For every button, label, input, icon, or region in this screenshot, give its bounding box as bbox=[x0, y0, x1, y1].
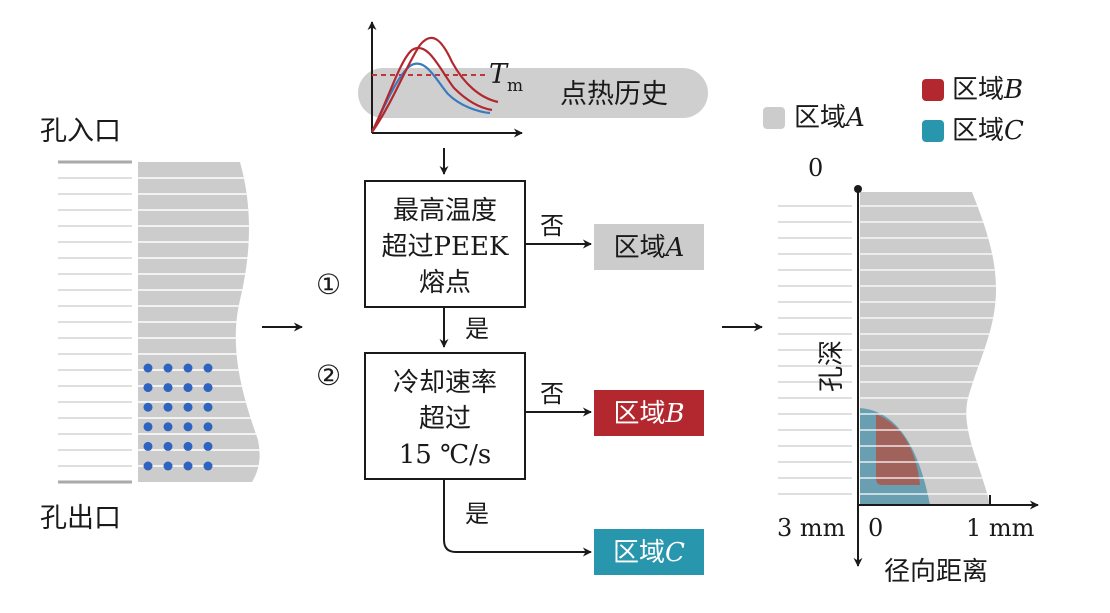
temp-curve-mid bbox=[371, 46, 493, 133]
step2-line-3: 15 ℃/s bbox=[399, 440, 492, 470]
sample-point bbox=[143, 402, 153, 412]
decision-step-2: 冷却速率 超过 15 ℃/s ② bbox=[316, 352, 526, 480]
sample-point bbox=[183, 363, 193, 373]
region-layer-stripes bbox=[860, 205, 996, 495]
sample-point bbox=[143, 383, 153, 393]
region-b-box bbox=[594, 390, 704, 436]
step1-number: ① bbox=[316, 268, 341, 301]
output-region-a: 区域A bbox=[594, 224, 704, 270]
temp-curve-high bbox=[371, 36, 499, 133]
legend-label-b: 区域B bbox=[952, 75, 1023, 105]
step2-no-label: 否 bbox=[540, 380, 564, 408]
tick-label-1mm: 1 mm bbox=[966, 514, 1035, 542]
pre-layer-lines-right bbox=[778, 205, 852, 495]
step1-no-label: 否 bbox=[540, 212, 564, 240]
legend-swatch-b bbox=[922, 79, 944, 101]
sample-point bbox=[183, 461, 193, 471]
region-a-box bbox=[594, 224, 704, 270]
step1-line-2: 超过PEEK bbox=[382, 232, 509, 262]
legend-swatch-c bbox=[922, 120, 944, 142]
step2-line-2: 超过 bbox=[419, 404, 471, 434]
left-hole-diagram: 孔入口 孔出口 bbox=[40, 116, 260, 534]
hole-outlet-label: 孔出口 bbox=[40, 503, 121, 534]
sample-point bbox=[203, 441, 213, 451]
sample-point bbox=[143, 422, 153, 432]
step1-line-3: 熔点 bbox=[419, 268, 471, 298]
thermal-history-pill bbox=[358, 68, 708, 118]
sample-point bbox=[163, 383, 173, 393]
tick-label-zero: 0 bbox=[868, 514, 883, 542]
step1-yes-label: 是 bbox=[465, 315, 489, 343]
left-workpiece bbox=[138, 162, 260, 482]
sample-point bbox=[203, 383, 213, 393]
radial-axis-label: 径向距离 bbox=[884, 557, 988, 587]
arrow-step2-yes bbox=[443, 479, 592, 557]
thermal-history-label: 点热历史 bbox=[560, 79, 668, 110]
pre-layer-lines bbox=[58, 177, 132, 467]
region-c-text: 区域C bbox=[613, 538, 685, 568]
depth-zero-label: 0 bbox=[808, 154, 823, 182]
region-b-text: 区域B bbox=[613, 399, 684, 429]
depth-axis-origin bbox=[854, 185, 862, 193]
sample-point bbox=[163, 363, 173, 373]
sample-point bbox=[163, 402, 173, 412]
sample-point bbox=[183, 422, 193, 432]
sample-point bbox=[183, 441, 193, 451]
region-overlay bbox=[860, 205, 996, 505]
region-map-diagram: 0 孔深 3 mm 0 1 mm 径向距离 bbox=[777, 154, 1039, 587]
sample-point bbox=[143, 363, 153, 373]
tm-symbol: T bbox=[489, 59, 509, 90]
workpiece-layer-stripes bbox=[138, 177, 260, 467]
step2-number: ② bbox=[316, 359, 341, 392]
sample-point bbox=[183, 383, 193, 393]
sample-point bbox=[143, 441, 153, 451]
sample-point bbox=[203, 363, 213, 373]
legend: 区域B 区域A 区域C bbox=[763, 75, 1024, 146]
legend-swatch-a bbox=[763, 107, 785, 129]
output-region-c: 区域C bbox=[594, 529, 704, 575]
step2-yes-label: 是 bbox=[465, 500, 489, 528]
hole-inlet-label: 孔入口 bbox=[40, 116, 121, 147]
region-c-box bbox=[594, 529, 704, 575]
sample-point bbox=[163, 422, 173, 432]
step1-line-1: 最高温度 bbox=[393, 196, 497, 226]
step2-box bbox=[364, 352, 526, 480]
sample-point-grid bbox=[143, 363, 213, 471]
tm-subscript: m bbox=[507, 76, 523, 96]
output-region-b: 区域B bbox=[594, 390, 704, 436]
sample-point bbox=[163, 461, 173, 471]
sample-point bbox=[203, 402, 213, 412]
thermal-history-inset: 点热历史 T m bbox=[358, 21, 708, 138]
decision-step-1: 最高温度 超过PEEK 熔点 ① bbox=[316, 180, 526, 308]
legend-label-c: 区域C bbox=[952, 116, 1024, 146]
sample-point bbox=[163, 441, 173, 451]
depth-axis-label: 孔深 bbox=[817, 340, 847, 392]
sample-point bbox=[203, 461, 213, 471]
legend-label-a: 区域A bbox=[794, 103, 865, 133]
temp-curve-low bbox=[371, 62, 491, 133]
region-b-area bbox=[876, 414, 920, 485]
tick-label-3mm: 3 mm bbox=[777, 514, 846, 542]
step2-line-1: 冷却速率 bbox=[393, 368, 497, 398]
sample-point bbox=[203, 422, 213, 432]
sample-point bbox=[183, 402, 193, 412]
region-a-text: 区域A bbox=[614, 233, 685, 263]
sample-point bbox=[143, 461, 153, 471]
